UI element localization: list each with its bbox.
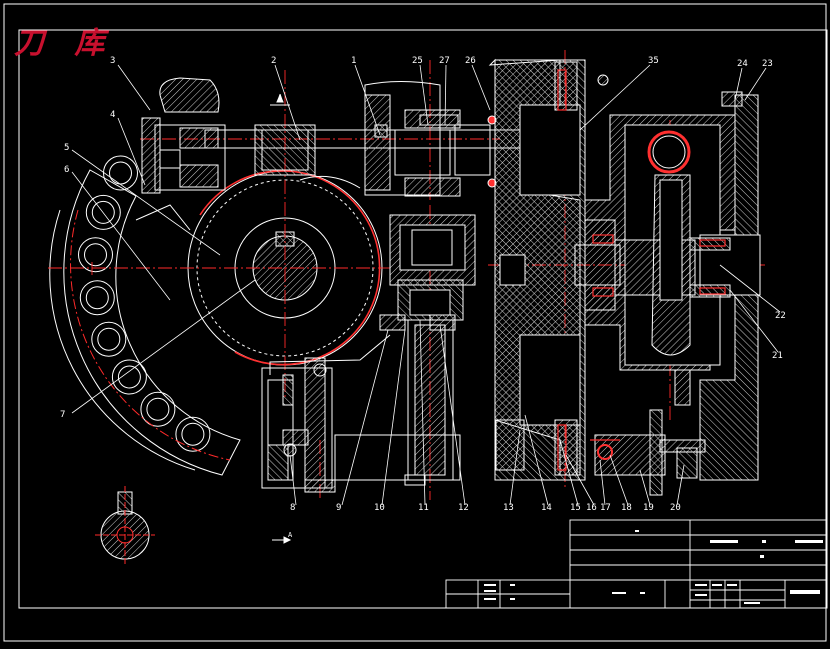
- label-10: 10: [374, 503, 385, 513]
- tool-pocket-inner: [91, 200, 115, 224]
- cylinder-assembly: [261, 214, 476, 493]
- label-3: 3: [110, 56, 115, 66]
- tool-pocket-inner: [181, 422, 205, 446]
- label-1: 1: [351, 56, 356, 66]
- label-8: 8: [290, 503, 295, 513]
- drawing-title: 刀 库: [14, 26, 115, 61]
- label-15: 15: [570, 503, 581, 513]
- tool-pocket-outer: [79, 280, 115, 316]
- top-shaft-assembly: [141, 77, 556, 197]
- tool-pocket-inner: [109, 161, 132, 185]
- tool-pockets: [78, 155, 211, 452]
- tool-pocket-inner: [85, 286, 109, 310]
- label-13: 13: [503, 503, 514, 513]
- label-5: 5: [64, 143, 69, 153]
- label-2: 2: [271, 56, 276, 66]
- label-35: 35: [648, 56, 659, 66]
- magazine-pitch-circle: [70, 209, 231, 461]
- label-14: 14: [541, 503, 552, 513]
- tool-pocket-outer: [91, 321, 127, 357]
- label-16: 16: [586, 503, 597, 513]
- detail-view: [95, 486, 155, 565]
- label-11: 11: [418, 503, 429, 513]
- label-27: 27: [439, 56, 450, 66]
- label-20: 20: [670, 503, 681, 513]
- tool-pocket-outer: [175, 416, 211, 452]
- tool-pocket-outer: [140, 391, 176, 427]
- title-block-marks: [484, 530, 823, 604]
- tool-pocket-inner: [146, 397, 170, 421]
- label-23: 23: [762, 59, 773, 69]
- part-labels: 3 4 5 6 7 2 1 25 27 26 35 24 23 22 21 8 …: [60, 56, 786, 513]
- tool-pocket-inner: [84, 243, 107, 267]
- tool-pocket-inner: [97, 327, 121, 351]
- label-7: 7: [60, 410, 65, 420]
- tool-pocket-outer: [111, 359, 147, 395]
- label-19: 19: [643, 503, 654, 513]
- label-22: 22: [775, 311, 786, 321]
- tool-pocket-inner: [117, 365, 141, 389]
- label-12: 12: [458, 503, 469, 513]
- label-21: 21: [772, 351, 783, 361]
- label-18: 18: [621, 503, 632, 513]
- label-17: 17: [600, 503, 611, 513]
- outer-frame: [3, 3, 827, 642]
- section-label-top: A: [278, 93, 283, 101]
- label-26: 26: [465, 56, 476, 66]
- label-24: 24: [737, 59, 748, 69]
- leader-lines: [71, 64, 781, 506]
- tool-pocket-outer: [85, 194, 121, 230]
- bolts: [557, 69, 726, 471]
- label-4: 4: [110, 110, 115, 120]
- inner-frame: [18, 29, 828, 609]
- magazine-disc: [49, 169, 241, 476]
- section-label-bottom: A: [288, 531, 293, 539]
- right-housing: [488, 58, 761, 496]
- label-9: 9: [336, 503, 341, 513]
- section-arrow: [270, 93, 292, 544]
- title-block: [445, 519, 827, 609]
- label-25: 25: [412, 56, 423, 66]
- label-6: 6: [64, 165, 69, 175]
- tool-pocket-outer: [78, 237, 113, 273]
- tool-pocket-outer: [103, 155, 138, 191]
